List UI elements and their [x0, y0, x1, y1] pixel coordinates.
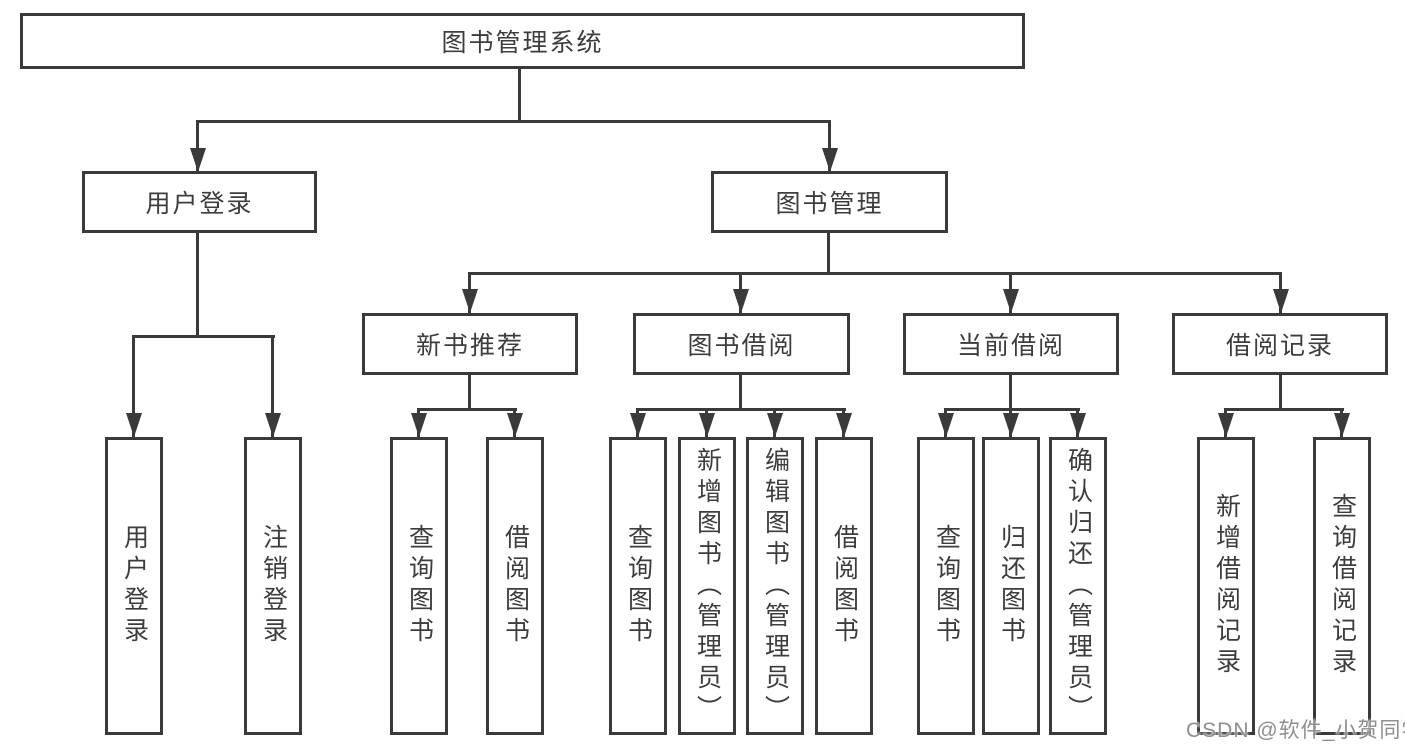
arrow-down-icon [190, 148, 206, 172]
connector-line [196, 233, 199, 337]
leaf-add-book-admin: 新增图书（管理员） [678, 437, 736, 735]
connector-line [468, 375, 471, 411]
arrow-down-icon [1218, 413, 1234, 437]
leaf-logout: 注销登录 [244, 437, 302, 735]
connector-line [944, 408, 1080, 411]
connector-line [1224, 408, 1344, 411]
arrow-down-icon [1003, 289, 1019, 313]
node-user-login: 用户登录 [82, 171, 317, 233]
connector-line [132, 335, 135, 437]
leaf-confirm-return-admin: 确认归还（管理员） [1049, 437, 1107, 735]
node-book-borrowing: 图书借阅 [633, 313, 850, 375]
leaf-user-login: 用户登录 [105, 437, 163, 735]
arrow-down-icon [1334, 413, 1350, 437]
leaf-edit-book-admin: 编辑图书（管理员） [746, 437, 804, 735]
leaf-query-borrow-record: 查询借阅记录 [1313, 437, 1371, 735]
connector-line [828, 120, 831, 172]
arrow-down-icon [630, 413, 646, 437]
connector-line [468, 272, 1282, 275]
node-current-borrowing: 当前借阅 [903, 313, 1119, 375]
connector-line [827, 233, 830, 274]
connector-line [271, 335, 274, 437]
arrow-down-icon [507, 413, 523, 437]
arrow-down-icon [1003, 413, 1019, 437]
connector-line [739, 375, 742, 411]
watermark: CSDN @软件_小贺同学 [1186, 719, 1405, 742]
node-book-management: 图书管理 [711, 171, 948, 233]
node-library-management-system: 图书管理系统 [20, 13, 1025, 69]
connector-line [636, 408, 846, 411]
node-new-book-recommendation: 新书推荐 [362, 313, 578, 375]
arrow-down-icon [733, 289, 749, 313]
connector-line [1279, 375, 1282, 411]
leaf-query-books-borrowing: 查询图书 [609, 437, 667, 735]
node-borrowing-records: 借阅记录 [1172, 313, 1388, 375]
arrow-down-icon [265, 413, 281, 437]
arrow-down-icon [767, 413, 783, 437]
connector-line [133, 335, 275, 338]
arrow-down-icon [1070, 413, 1086, 437]
connector-line [417, 408, 517, 411]
connector-line [1009, 375, 1012, 411]
leaf-query-books-current: 查询图书 [917, 437, 975, 735]
connector-line [518, 69, 521, 121]
leaf-return-book: 归还图书 [982, 437, 1040, 735]
arrow-down-icon [1273, 289, 1289, 313]
arrow-down-icon [699, 413, 715, 437]
connector-line [196, 120, 199, 172]
arrow-down-icon [411, 413, 427, 437]
arrow-down-icon [938, 413, 954, 437]
arrow-down-icon [126, 413, 142, 437]
connector-line [197, 120, 831, 123]
leaf-borrow-books-recommend: 借阅图书 [486, 437, 544, 735]
leaf-query-books-recommend: 查询图书 [390, 437, 448, 735]
leaf-borrow-books-borrowing: 借阅图书 [815, 437, 873, 735]
arrow-down-icon [822, 148, 838, 172]
leaf-add-borrow-record: 新增借阅记录 [1197, 437, 1255, 735]
arrow-down-icon [462, 289, 478, 313]
arrow-down-icon [836, 413, 852, 437]
